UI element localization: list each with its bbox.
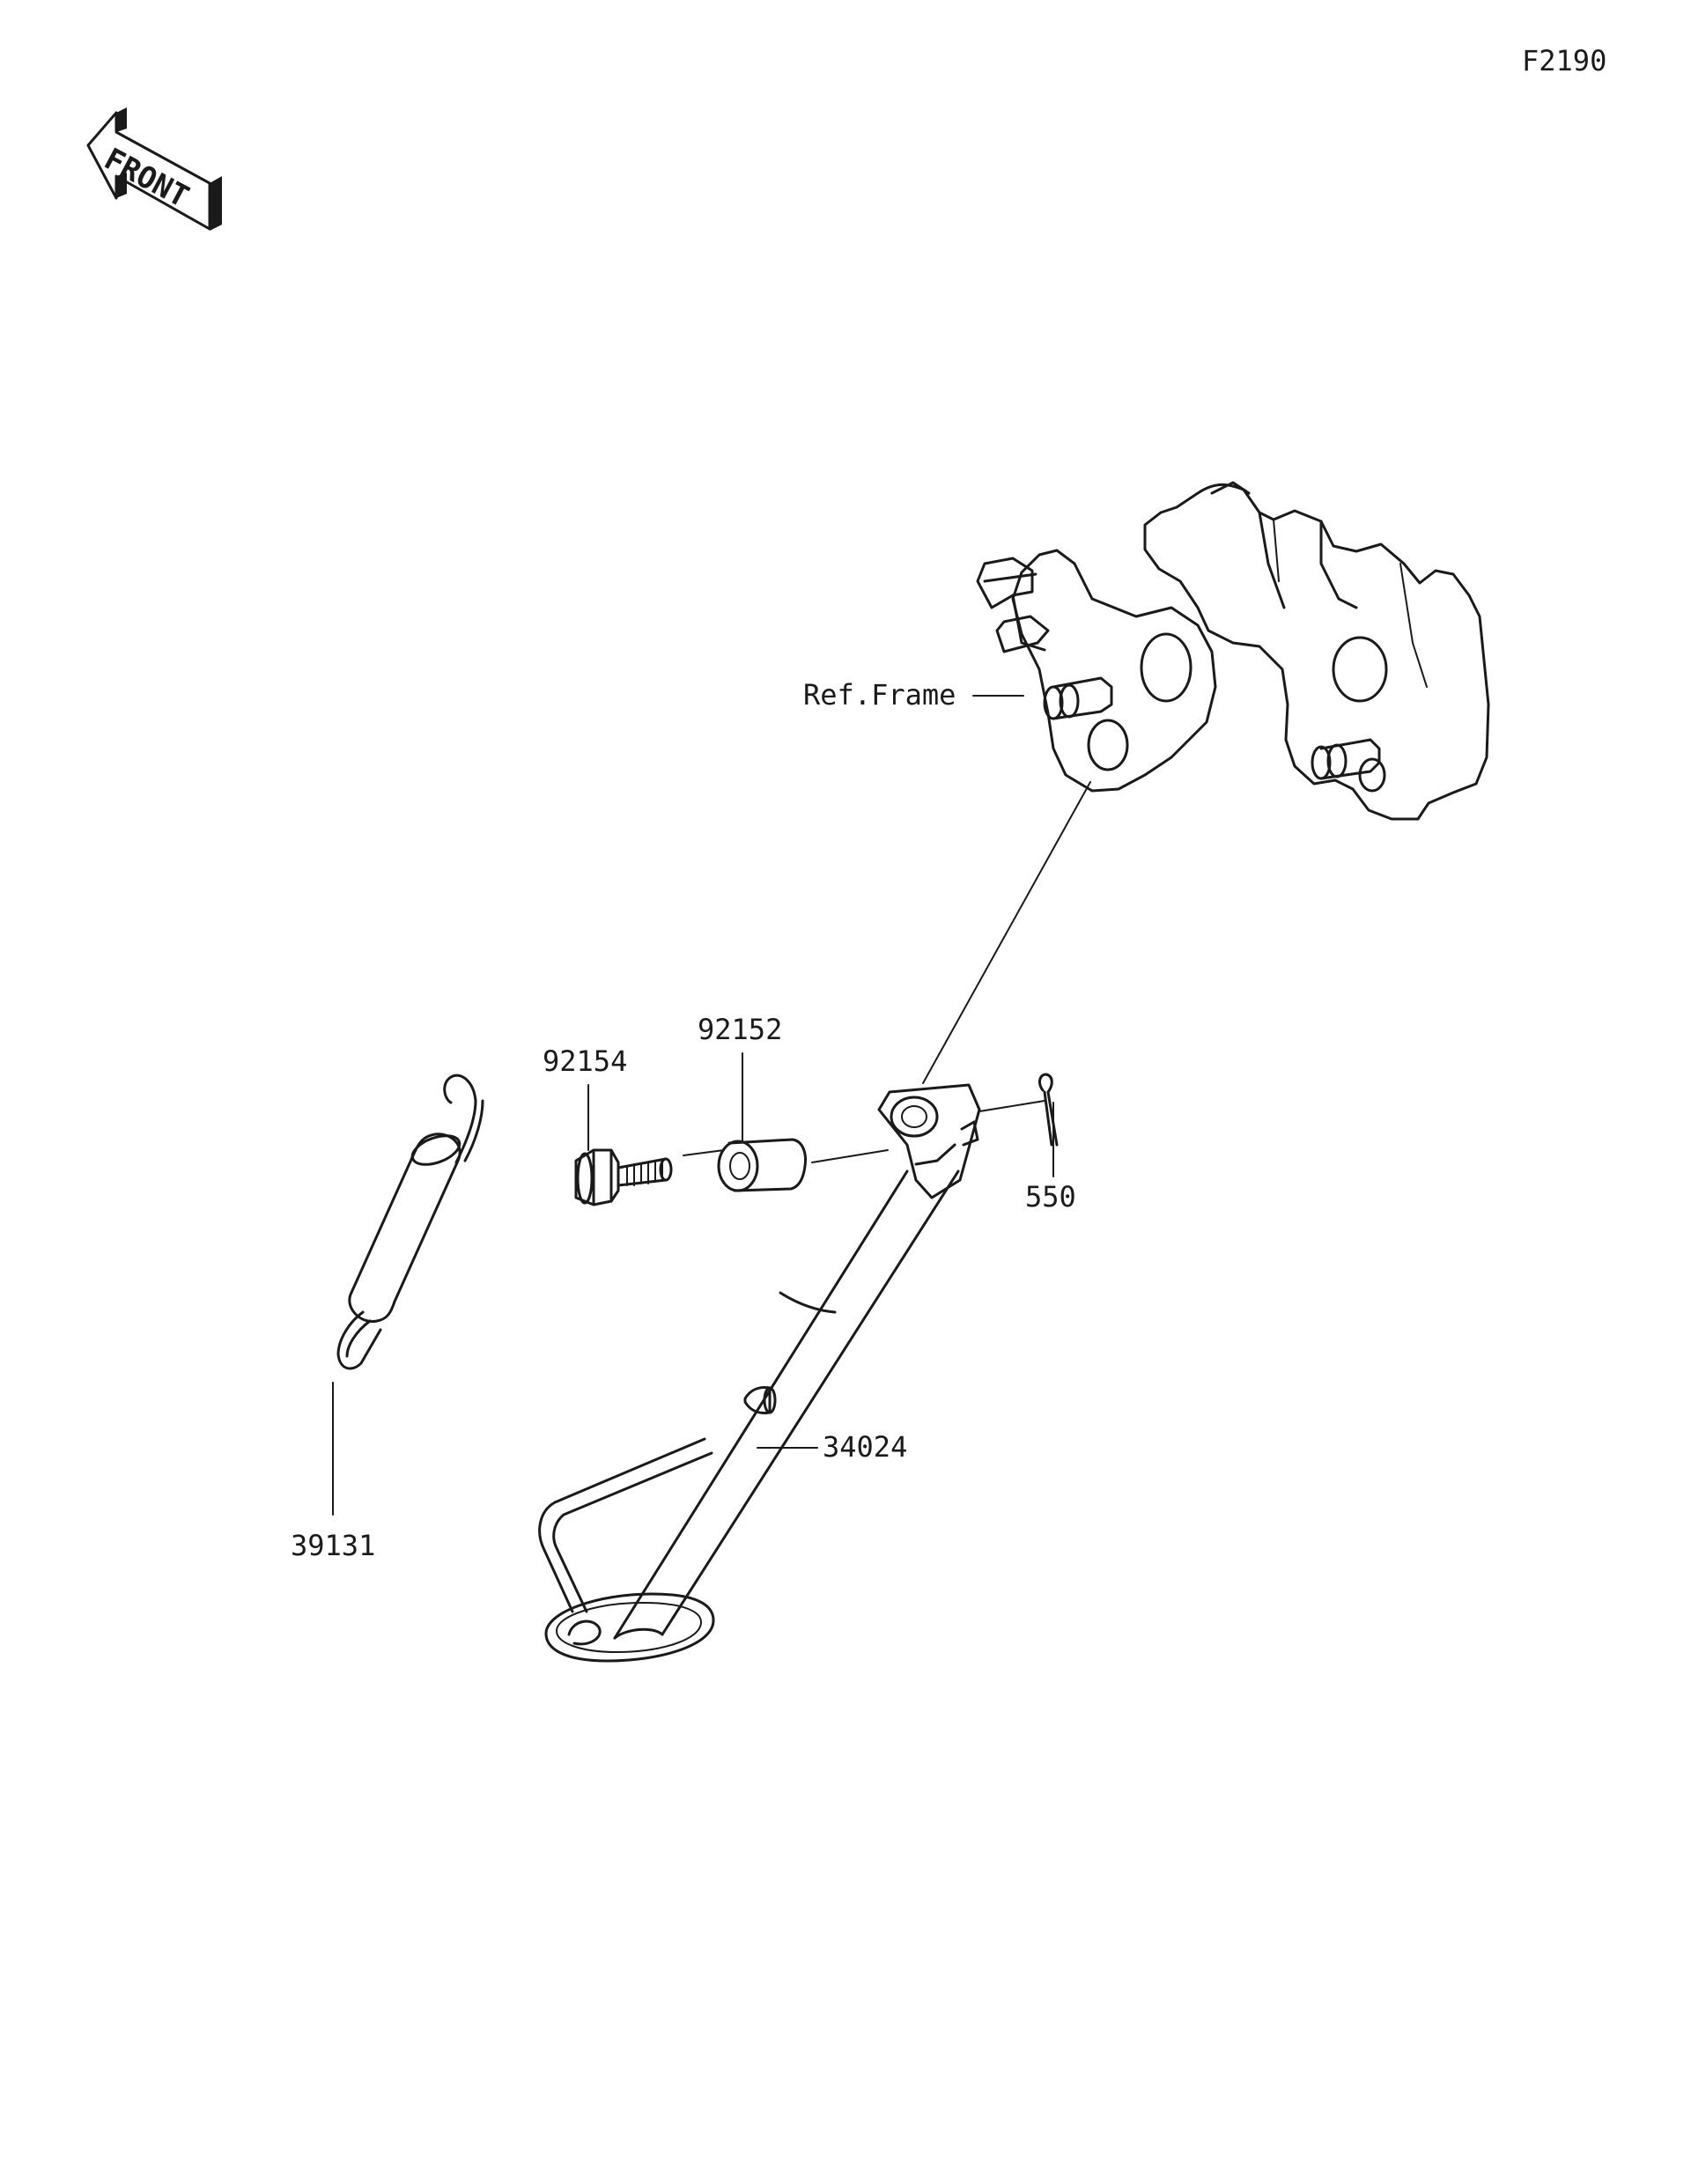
callout-ref-frame: Ref.Frame [803,678,956,712]
callout-34024: 34024 [823,1430,907,1464]
callout-39131: 39131 [291,1529,375,1562]
front-direction-arrow-icon: FRONT [86,107,222,231]
collar [717,1138,807,1192]
callout-550: 550 [1025,1180,1076,1214]
cotter-pin [1038,1073,1059,1147]
bolt [574,1148,673,1206]
figure-code: F2190 [1522,44,1606,77]
callout-92152: 92152 [698,1013,782,1046]
frame-bracket [976,481,1490,821]
callout-92154: 92154 [543,1044,627,1078]
spring [336,1074,484,1370]
side-stand [538,1083,981,1663]
leader-lines [332,695,1091,1516]
